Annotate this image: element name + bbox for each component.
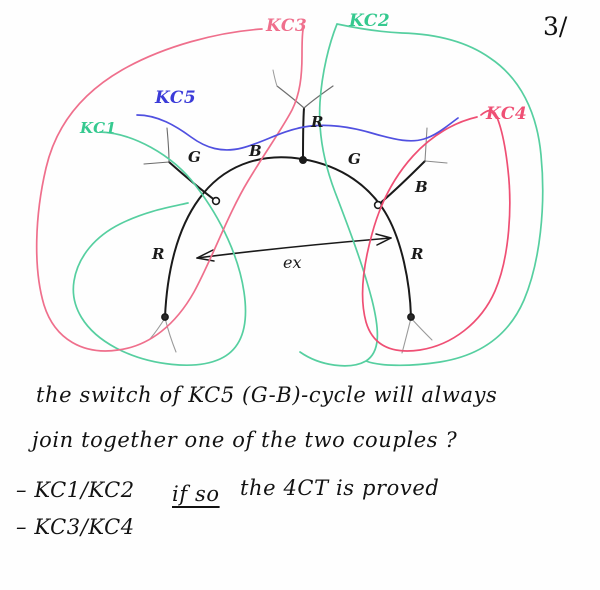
kempe-chain-kc2-curve — [299, 23, 544, 367]
note-line-1: the switch of KC5 (G-B)-cycle will alway… — [36, 383, 498, 407]
ex-arrow-line — [196, 237, 392, 259]
dome-arc — [164, 156, 412, 318]
edge-right-oblique — [377, 160, 426, 206]
label-kc3: KC3 — [266, 16, 308, 36]
note-bullet-kc3-kc4: – KC3/KC4 — [16, 515, 135, 539]
label-kc1: KC1 — [80, 119, 117, 137]
junction-right-legs — [424, 127, 448, 164]
note-4ct-proved: the 4CT is proved — [240, 476, 440, 500]
vertex-left-arc — [211, 196, 221, 206]
label-kc4: KC4 — [486, 104, 528, 124]
kempe-chain-kc5-curve — [136, 114, 459, 151]
vertex-bottom-left-legs — [149, 317, 177, 353]
junction-top-Y — [276, 85, 334, 109]
edge-top-vertical — [302, 107, 305, 161]
page-marker: 3/ — [543, 12, 568, 41]
label-edge-g-left: G — [188, 148, 201, 166]
label-edge-r-top: R — [311, 113, 324, 131]
graph-black-ink — [143, 69, 448, 354]
note-if-so-emphasis: if so — [172, 482, 220, 506]
note-line-2: join together one of the two couples ? — [32, 428, 458, 452]
kempe-chain-kc1-curve — [72, 131, 247, 366]
label-kc5: KC5 — [155, 88, 197, 108]
note-if-so-text: if so — [172, 482, 220, 506]
junction-top-stem-faint — [272, 69, 278, 87]
note-bullet-kc1-kc2: – KC1/KC2 — [16, 478, 135, 502]
label-ex-measure: ex — [283, 253, 302, 272]
label-edge-b-left: B — [249, 142, 262, 160]
ex-arrow-head-right — [375, 233, 392, 246]
label-edge-r-bottom-right: R — [411, 245, 424, 263]
vertex-bottom-left — [161, 313, 169, 321]
label-kc2: KC2 — [349, 11, 391, 31]
label-edge-b-right: B — [415, 178, 428, 196]
label-edge-r-bottom-left: R — [152, 245, 165, 263]
vertex-bottom-right — [407, 313, 415, 321]
vertex-top-arc — [298, 155, 307, 164]
kempe-chain-kc4-curve — [361, 109, 511, 352]
ex-arrow-head-left — [196, 249, 215, 262]
label-edge-g-right: G — [348, 150, 361, 168]
kempe-chain-kc3-curve — [35, 28, 304, 352]
